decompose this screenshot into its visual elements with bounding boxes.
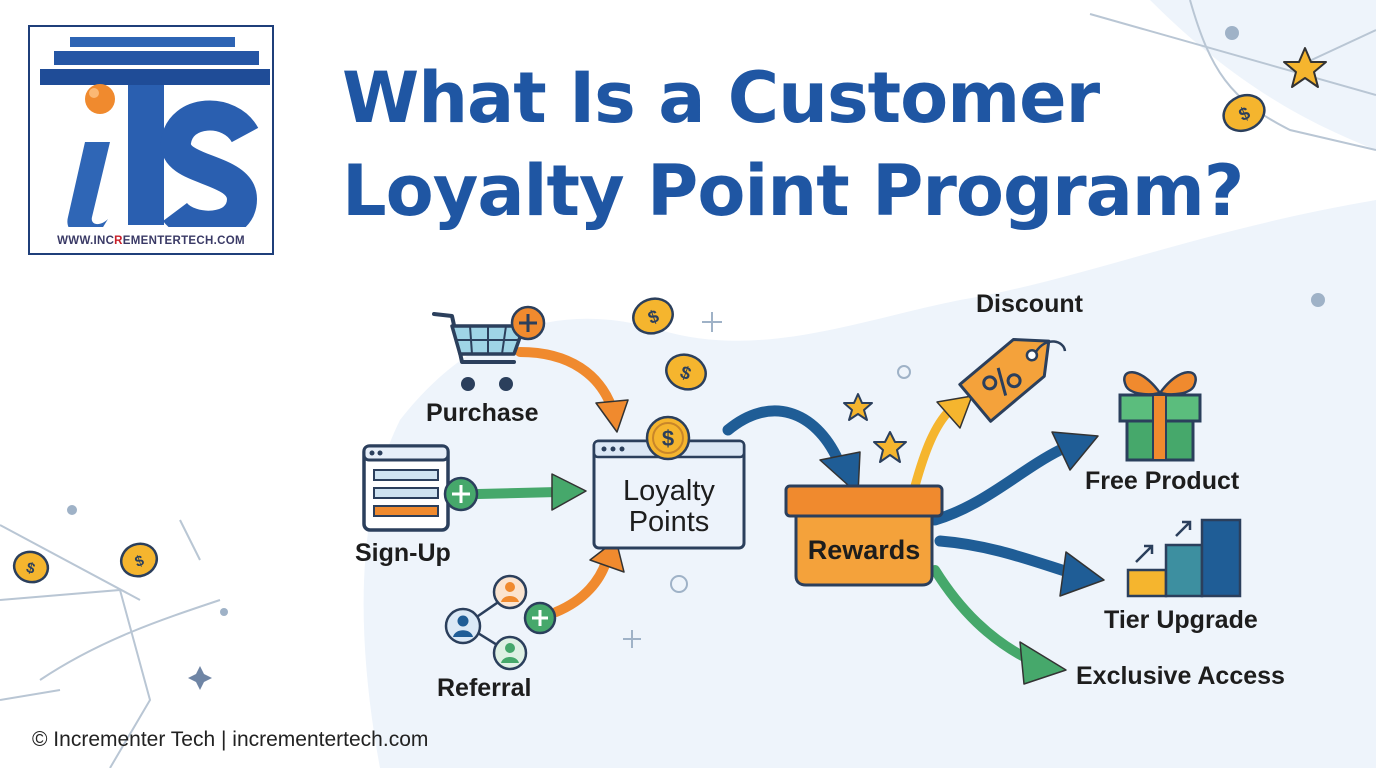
ring-dot <box>897 365 911 379</box>
dot <box>220 608 228 616</box>
title-line-1: What Is a Customer <box>342 57 1100 139</box>
logo-bar <box>40 69 270 85</box>
plus-sparkles <box>623 312 722 648</box>
coin-icon: $ <box>119 542 159 578</box>
logo-t-stem <box>128 85 164 225</box>
loyalty-points-line-1: Loyalty <box>623 475 715 507</box>
discount-arrow <box>910 395 973 491</box>
bar-chart-upgrade-icon <box>1126 518 1242 598</box>
background-blob <box>363 200 1376 768</box>
background-blob-top-right <box>1150 0 1376 150</box>
exclusive-access-label: Exclusive Access <box>1076 662 1285 690</box>
coin-icon: $ <box>1222 93 1266 133</box>
referral-network-icon <box>444 574 557 671</box>
purchase-label: Purchase <box>426 399 539 427</box>
coin-icon: $ <box>665 353 707 391</box>
signup-arrow <box>473 473 587 511</box>
signup-label: Sign-Up <box>355 539 451 567</box>
exclusive-access-arrow <box>930 565 1067 685</box>
tier-upgrade-label: Tier Upgrade <box>1104 606 1258 634</box>
signup-form-icon <box>362 444 479 532</box>
logo-url[interactable]: WWW.INCREMENTERTECH.COM <box>57 235 245 247</box>
logo-i-dot-highlight <box>89 88 99 98</box>
star-icon <box>1283 47 1327 88</box>
discount-label: Discount <box>976 290 1083 318</box>
dot <box>1225 26 1239 40</box>
ring-dot <box>670 575 688 593</box>
logo-bar <box>54 51 259 65</box>
shopping-cart-plus-icon <box>432 305 546 391</box>
coin-icon: $ <box>632 297 674 335</box>
rewards-label: Rewards <box>807 535 921 565</box>
free-product-arrow <box>929 431 1099 526</box>
points-to-rewards-arrow <box>722 405 861 495</box>
rewards-box-icon <box>784 484 944 587</box>
company-logo[interactable]: WWW.INCREMENTERTECH.COM <box>28 25 274 255</box>
gift-box-icon <box>1118 371 1202 462</box>
referral-arrow <box>551 539 625 617</box>
sparkle-icon <box>188 666 212 690</box>
referral-label: Referral <box>437 674 532 702</box>
title-line-2: Loyalty Point Program? <box>342 150 1244 232</box>
dollar-coin-icon: $ <box>645 415 691 461</box>
loyalty-points-label: Loyalty Points <box>594 476 744 538</box>
copyright-footer: © Incrementer Tech | incrementertech.com <box>32 728 429 751</box>
page-title: What Is a Customer Loyalty Point Program… <box>342 52 1244 238</box>
dot <box>67 505 77 515</box>
star-icon <box>843 393 873 421</box>
purchase-arrow <box>515 347 629 433</box>
logo-bar <box>70 37 235 47</box>
logo-i-stem <box>67 142 110 227</box>
tier-upgrade-arrow <box>934 535 1105 597</box>
svg-text:$: $ <box>662 426 674 451</box>
loyalty-points-line-2: Points <box>628 506 710 538</box>
discount-tag-icon <box>958 337 1067 423</box>
dot <box>1311 293 1325 307</box>
logo-s <box>161 100 259 227</box>
coin-icon: $ <box>12 550 50 584</box>
star-icon <box>873 431 907 463</box>
free-product-label: Free Product <box>1085 467 1240 495</box>
its-logo-graphic <box>40 37 270 227</box>
